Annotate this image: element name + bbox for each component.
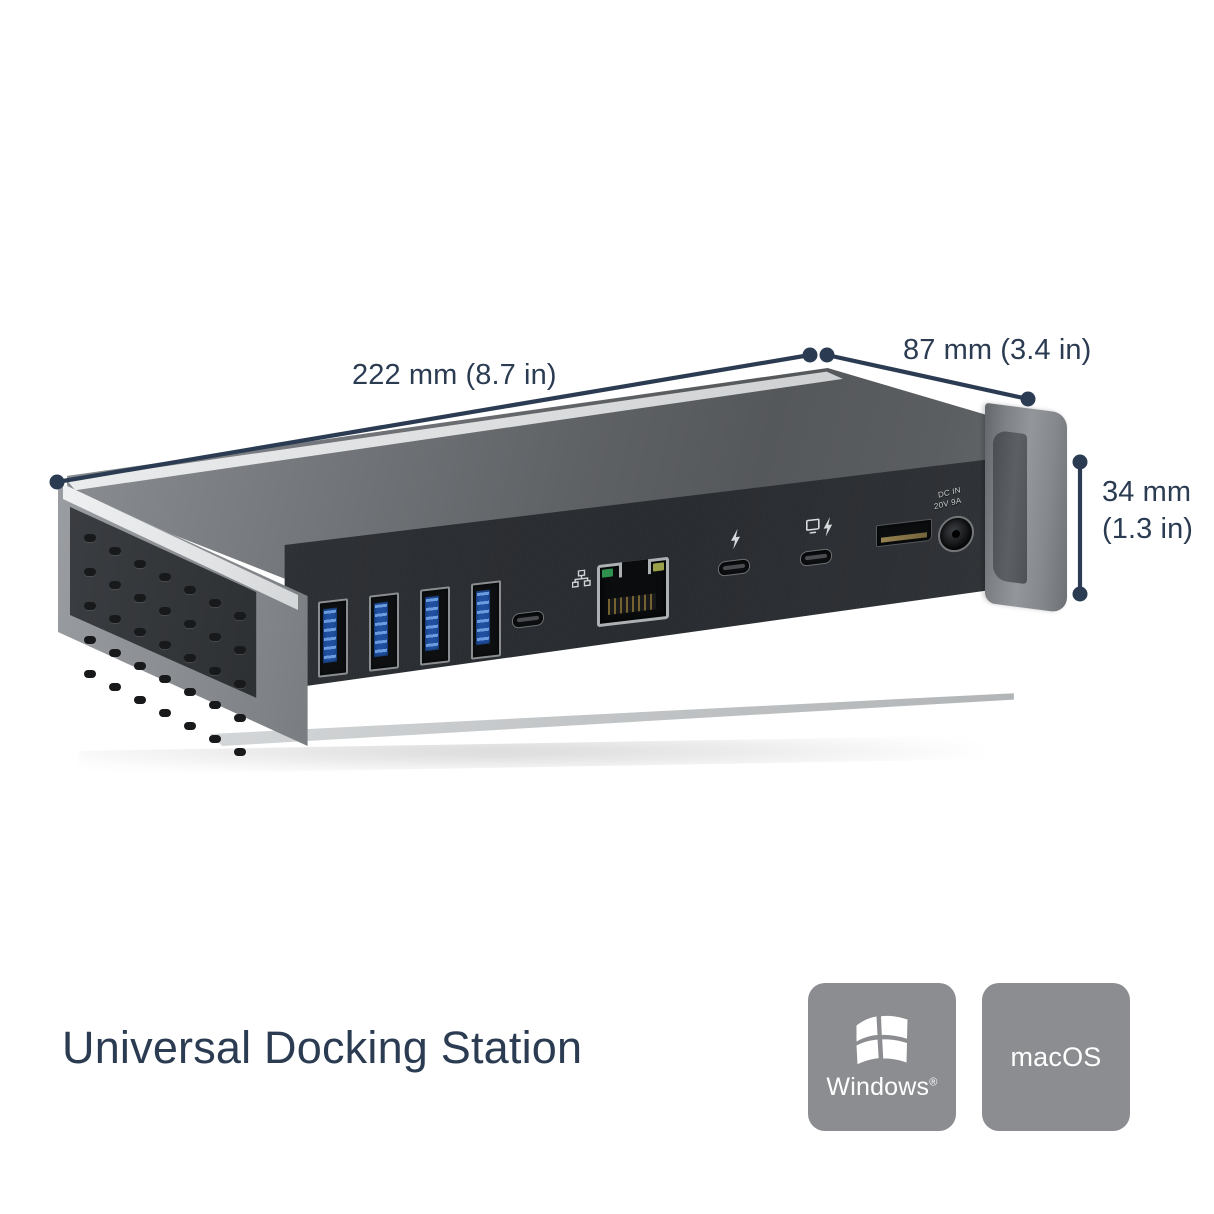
- page-title: Universal Docking Station: [62, 1022, 583, 1073]
- vent-hole: [209, 701, 221, 709]
- usb-a-connector-insert: [374, 601, 388, 658]
- vent-hole: [209, 735, 221, 743]
- dimension-label-height: 34 mm (1.3 in): [1102, 474, 1193, 548]
- vent-hole: [234, 680, 246, 688]
- port-usb-a-3: [420, 586, 450, 666]
- vent-hole: [84, 602, 96, 610]
- dock-right-endcap-inset: [993, 429, 1027, 585]
- vent-hole: [84, 568, 96, 576]
- usb-a-connector-insert: [476, 589, 490, 646]
- vent-hole: [184, 586, 196, 594]
- vent-hole: [109, 581, 121, 589]
- thunderbolt-icon: [729, 528, 742, 555]
- vent-hole: [109, 649, 121, 657]
- dimension-label-height-line1: 34 mm: [1102, 476, 1192, 508]
- windows-logo-icon: [854, 1013, 910, 1065]
- vent-hole: [109, 615, 121, 623]
- vent-hole: [184, 688, 196, 696]
- vent-hole: [159, 607, 171, 615]
- vent-hole: [184, 654, 196, 662]
- port-usb-a-2: [369, 592, 399, 672]
- usb-a-connector-insert: [425, 595, 439, 652]
- os-compatibility-badges: Windows® macOS: [808, 983, 1130, 1131]
- os-badge-windows-label: Windows®: [826, 1072, 938, 1101]
- vent-hole: [234, 714, 246, 722]
- usb-a-connector-insert: [323, 607, 337, 664]
- vent-hole: [134, 628, 146, 636]
- vent-hole: [84, 670, 96, 678]
- display-thunderbolt-icon: [806, 516, 836, 545]
- network-icon: [571, 569, 591, 593]
- vent-hole: [84, 534, 96, 542]
- dimension-label-height-line2: (1.3 in): [1102, 513, 1194, 546]
- vent-hole: [234, 612, 246, 620]
- vent-hole: [209, 599, 221, 607]
- vent-hole: [184, 620, 196, 628]
- vent-hole: [134, 594, 146, 602]
- ventilation-holes: [70, 500, 260, 756]
- vent-hole: [109, 547, 121, 555]
- vent-hole: [159, 641, 171, 649]
- os-badge-macos: macOS: [982, 983, 1130, 1131]
- vent-hole: [109, 683, 121, 691]
- vent-hole: [134, 696, 146, 704]
- vent-hole: [159, 573, 171, 581]
- vent-hole: [134, 560, 146, 568]
- port-usb-a-4: [471, 580, 501, 660]
- vent-hole: [134, 662, 146, 670]
- vent-hole: [234, 646, 246, 654]
- vent-hole: [234, 748, 246, 756]
- rj45-latch-notch: [619, 558, 651, 578]
- dimension-label-width: 222 mm (8.7 in): [352, 359, 557, 391]
- rj45-activity-led: [653, 562, 664, 572]
- os-badge-macos-label: macOS: [1010, 1041, 1102, 1072]
- vent-hole: [84, 636, 96, 644]
- rj45-contact-pins: [608, 593, 656, 615]
- vent-hole: [159, 709, 171, 717]
- port-ethernet-rj45: [597, 556, 669, 628]
- rj45-link-led: [602, 568, 613, 578]
- port-usb-a-1: [318, 598, 348, 678]
- vent-hole: [209, 633, 221, 641]
- trademark-symbol: ®: [929, 1076, 938, 1089]
- vent-hole: [209, 667, 221, 675]
- dimension-label-depth: 87 mm (3.4 in): [903, 334, 1092, 366]
- os-badge-windows: Windows®: [808, 983, 956, 1131]
- vent-hole: [184, 722, 196, 730]
- vent-hole: [159, 675, 171, 683]
